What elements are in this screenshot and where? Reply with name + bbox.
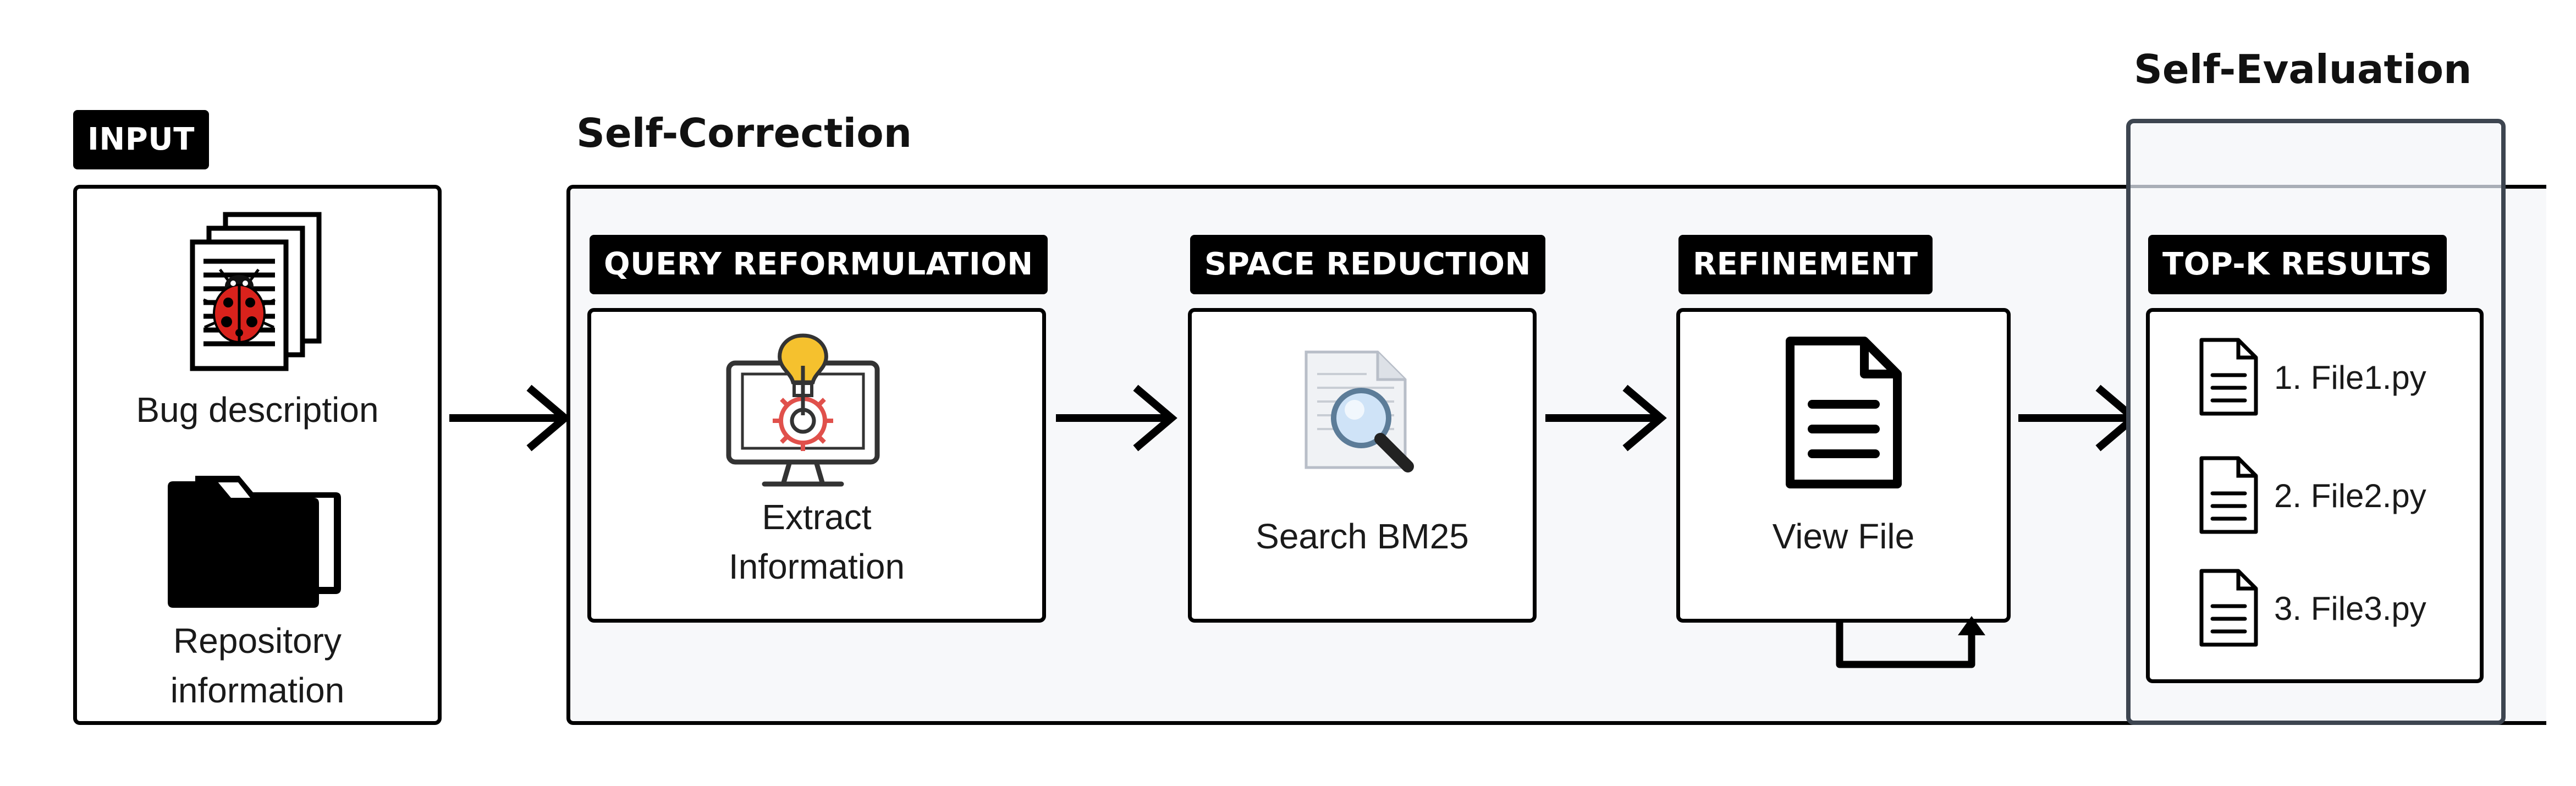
arrow-refinement-to-results <box>2018 384 2140 452</box>
file-icon <box>2199 338 2258 416</box>
result-item: 1. File1.py <box>2197 336 2472 429</box>
space-reduction-tag: SPACE REDUCTION <box>1190 235 1545 294</box>
arrow-input-to-correction <box>449 384 571 452</box>
folder-icon <box>168 476 341 608</box>
input-tag: INPUT <box>73 110 209 169</box>
extract-label-line1: Extract <box>762 497 872 537</box>
bug-document-icon <box>190 212 322 371</box>
file-icon <box>2199 569 2258 647</box>
result-item: 3. File3.py <box>2197 567 2472 660</box>
self-evaluation-title: Self-Evaluation <box>2134 46 2472 92</box>
extract-information-label: Extract Information <box>587 492 1046 591</box>
repository-information-label: Repository information <box>73 616 442 715</box>
result-item: 2. File2.py <box>2197 454 2472 547</box>
bug-description-label: Bug description <box>136 390 379 430</box>
view-file-label: View File <box>1772 516 1915 556</box>
top-k-results-tag: TOP-K RESULTS <box>2148 235 2447 294</box>
monitor-gear-bulb-icon <box>726 333 880 487</box>
search-bm25-label: Search BM25 <box>1256 516 1469 556</box>
arrow-space-to-refinement <box>1545 384 1667 452</box>
result-file-name: 1. File1.py <box>2274 359 2426 396</box>
ladybug-icon <box>203 268 276 343</box>
search-document-icon <box>1304 350 1414 472</box>
file-icon <box>2199 456 2258 534</box>
refinement-loop-arrow <box>1836 616 1985 668</box>
refinement-tag: REFINEMENT <box>1678 235 1933 294</box>
repository-label-line2: information <box>170 670 345 710</box>
arrow-query-to-space <box>1056 384 1177 452</box>
result-file-name: 2. File2.py <box>2274 477 2426 514</box>
repository-label-line1: Repository <box>173 621 342 661</box>
extract-label-line2: Information <box>728 547 905 586</box>
self-correction-title: Self-Correction <box>576 110 912 156</box>
document-icon <box>1786 337 1902 488</box>
result-file-name: 3. File3.py <box>2274 590 2426 627</box>
query-reformulation-tag: QUERY REFORMULATION <box>590 235 1048 294</box>
self-evaluation-divider <box>2131 185 2501 188</box>
